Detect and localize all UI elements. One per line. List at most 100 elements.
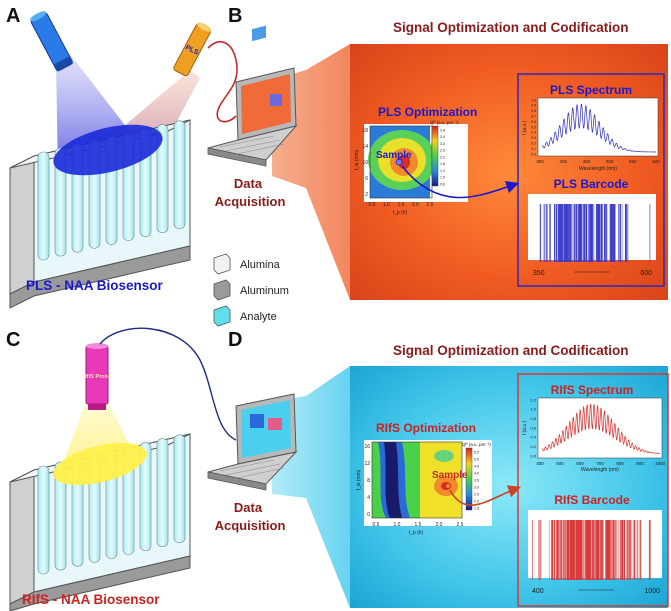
bottom-spectrum-title: RIfS Spectrum [551,383,634,397]
barcode-line [574,520,576,580]
barcode-line [558,520,560,580]
barcode-line [532,520,533,580]
barcode-line [600,204,603,262]
tick-label: 0.8 [530,416,536,421]
panel-letter-c: C [6,329,20,351]
barcode-line [624,204,627,262]
barcode-line [577,520,579,580]
barcode-line [639,520,642,580]
barcode-line [602,204,603,262]
tick-label: 3.4 [440,135,445,139]
barcode-line [590,520,592,580]
barcode-line [604,204,605,262]
tick-label: 2.0 [474,499,479,503]
bottom-sample-arrow [449,485,522,506]
barcode-line [631,520,633,580]
tick-label: 4.0 [474,471,479,475]
barcode-line [598,204,601,262]
tick-label: 2.5 [427,202,434,208]
top-section-title: Signal Optimization and Codification [393,20,629,35]
barcode-line [581,204,583,262]
barcode-line [581,520,583,580]
barcode-line [566,520,569,580]
legend-label-analyte: Analyte [240,311,277,323]
barcode-line [629,520,631,580]
bottom-sensor-title: RIfS - NAA Biosensor [22,592,160,607]
tick-label: 16 [364,444,370,450]
top-spectrum-frame [517,73,665,287]
barcode-line [610,204,612,262]
barcode-line [596,204,598,262]
bottom-section-title: Signal Optimization and Codification [393,343,629,358]
tick-label: 0.1 [531,147,536,151]
barcode-line [627,204,629,262]
legend-label-aluminum: Aluminum [240,285,289,297]
barcode-line [591,204,593,262]
barcode-line [560,204,562,262]
tick-label: 2.2 [440,155,445,159]
legend-label-alumina: Alumina [240,259,281,271]
tick-label: 400 [536,461,544,466]
barcode-line [618,204,620,262]
barcode-line [597,520,599,580]
tick-label: 700 [596,461,604,466]
tick-label: 0 [367,512,370,518]
barcode-line [605,204,607,262]
barcode-line [575,204,577,262]
tick-label: 0.6 [440,182,445,186]
barcode-line [627,520,629,580]
barcode-line [611,204,613,262]
pore-tube [139,442,152,551]
barcode-line [557,204,559,262]
blue-laser-probe [30,11,74,72]
tick-label: 0.5 [373,522,380,528]
bottom-barcode-right-label: 1000 [644,588,660,595]
barcode-line [565,204,567,262]
tick-label: 0.0 [531,152,536,156]
tick-label: 0.9 [531,104,536,108]
bottom-sample-marker [445,483,451,489]
barcode-line [547,204,549,262]
top-spectrum-title: PLS Spectrum [550,83,632,97]
top-spectrum-ylabel: I (a.u.) [522,120,528,135]
pore-tube [54,147,67,257]
barcode-line [539,204,542,262]
tick-label: 2.6 [440,149,445,153]
barcode-line [568,204,570,262]
barcode-line [575,520,578,580]
material-legend: Alumina Aluminum Analyte [213,253,289,327]
tick-label: 1.0 [531,98,536,102]
tick-label: 6 [365,176,368,182]
barcode-line [629,520,631,580]
pore-tube [173,120,186,230]
bottom-optimization-title: RIfS Optimization [376,421,476,435]
barcode-line [593,204,595,262]
barcode-line [611,520,613,580]
barcode-line [587,520,589,580]
tick-label: 1.0 [530,407,536,412]
tick-label: 0.5 [369,202,376,208]
barcode-line [582,204,585,262]
barcode-line [602,520,604,580]
tick-label: 500 [556,461,564,466]
tick-label: 0.2 [531,141,536,145]
barcode-line [564,204,565,262]
bottom-data-label-line1: Data [234,500,263,515]
barcode-line [592,520,595,580]
barcode-line [613,520,615,580]
barcode-line [583,520,585,580]
barcode-line [590,204,593,262]
tick-label: 18 [362,128,368,134]
barcode-line [596,204,598,262]
barcode-line [545,204,547,262]
top-cable [207,40,238,123]
barcode-line [572,204,574,262]
orange-laser-probe: PLS [173,22,212,77]
barcode-line [573,204,576,262]
barcode-line [614,520,616,580]
barcode-line [614,204,616,262]
barcode-line [586,204,588,262]
bottom-laptop [207,393,298,491]
tick-label: 10 [362,160,368,166]
barcode-line [569,520,571,580]
